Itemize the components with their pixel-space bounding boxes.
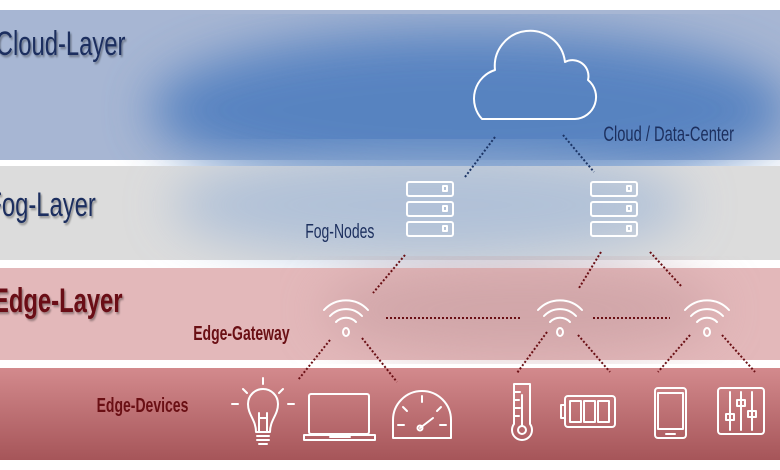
cloud-haze <box>150 30 780 190</box>
server-icon <box>406 181 454 237</box>
cloud-data-center-label: Cloud / Data-Center <box>603 122 734 145</box>
cloud-icon <box>473 29 598 120</box>
laptop-icon <box>303 393 376 441</box>
fog-nodes-label: Fog-Nodes <box>305 219 374 242</box>
wifi-icon <box>684 299 730 337</box>
connections <box>297 134 756 383</box>
fog-node-server-1 <box>406 181 454 237</box>
fog-node-server-2 <box>590 181 638 237</box>
battery-icon <box>560 395 616 428</box>
wifi-icon <box>323 299 369 337</box>
gauge-icon <box>392 390 452 439</box>
wifi-icon <box>537 299 583 337</box>
edge-gateway-label: Edge-Gateway <box>193 321 290 344</box>
fog-haze <box>170 150 690 260</box>
fog-layer-title: Fog-Layer <box>0 186 96 224</box>
mixer-sliders-icon <box>717 387 765 435</box>
server-icon <box>590 181 638 237</box>
smartphone-icon <box>654 387 687 439</box>
lightbulb-icon <box>231 377 295 445</box>
devices-layer-band <box>0 368 780 460</box>
thermometer-icon <box>511 383 533 441</box>
edge-layer-title: Edge-Layer <box>0 282 123 320</box>
edge-haze <box>320 265 720 355</box>
edge-devices-label: Edge-Devices <box>97 393 189 416</box>
cloud-layer-title: Cloud-Layer <box>0 25 126 63</box>
